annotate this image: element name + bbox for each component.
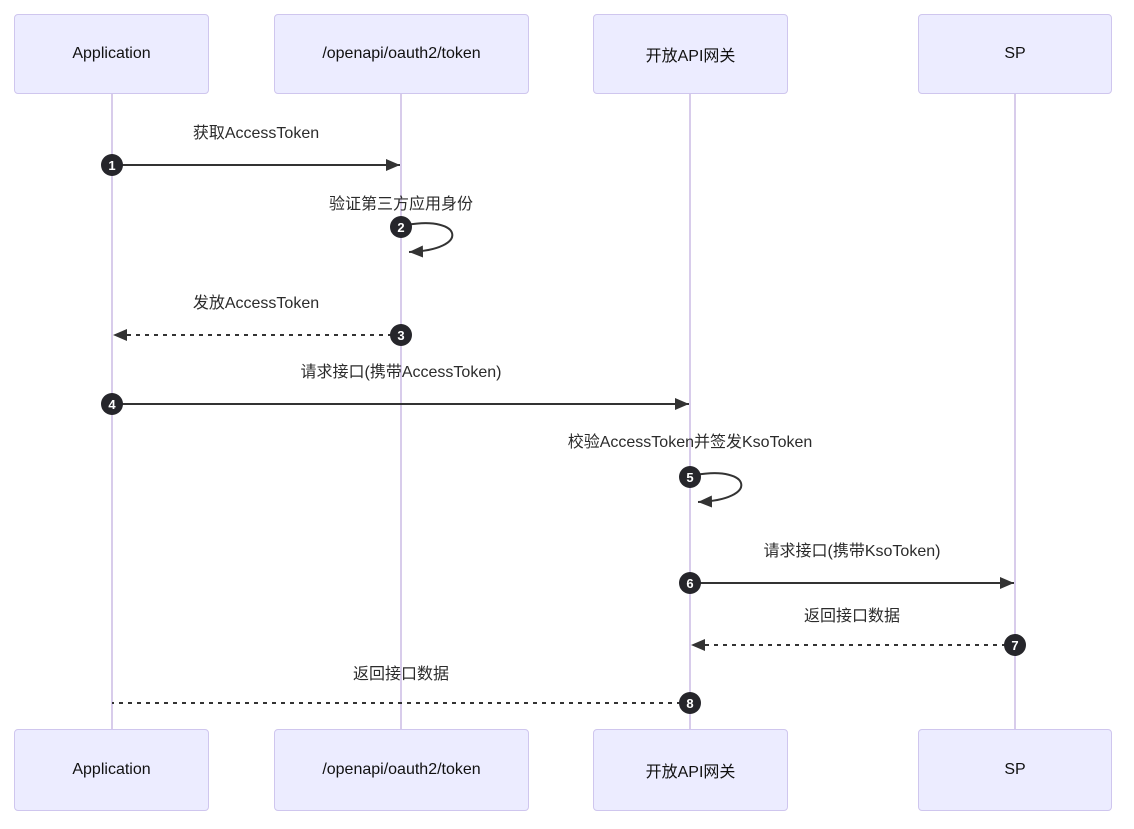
message-7-label: 返回接口数据 (803, 608, 901, 625)
lifeline-token-endpoint (400, 94, 402, 730)
actor-label: 开放API网关 (645, 48, 736, 65)
actor-label: SP (1004, 761, 1026, 778)
actor-bottom-token-endpoint: /openapi/oauth2/token (274, 729, 529, 811)
actor-label: Application (72, 761, 151, 778)
message-2-label: 验证第三方应用身份 (328, 196, 474, 213)
message-7-seq-badge: 7 (1004, 634, 1026, 656)
message-4-label: 请求接口(携带AccessToken) (300, 364, 502, 381)
actor-bottom-sp: SP (918, 729, 1112, 811)
actor-top-application: Application (14, 14, 209, 94)
message-4-seq-badge: 4 (101, 393, 123, 415)
message-3-label: 发放AccessToken (192, 295, 320, 312)
actor-label: /openapi/oauth2/token (322, 45, 481, 62)
message-5-label: 校验AccessToken并签发KsoToken (567, 434, 813, 451)
message-1-label: 获取AccessToken (192, 125, 320, 142)
message-8-seq-badge: 8 (679, 692, 701, 714)
actor-label: /openapi/oauth2/token (322, 761, 481, 778)
actor-label: 开放API网关 (645, 764, 736, 781)
message-6-label: 请求接口(携带KsoToken) (763, 543, 941, 560)
message-5-self-loop (695, 472, 743, 508)
lifeline-sp (1014, 94, 1016, 730)
actor-top-api-gateway: 开放API网关 (593, 14, 788, 94)
actor-bottom-application: Application (14, 729, 209, 811)
message-3-seq-badge: 3 (390, 324, 412, 346)
lifeline-api-gateway (689, 94, 691, 730)
message-6-seq-badge: 6 (679, 572, 701, 594)
message-2-self-loop (406, 222, 454, 258)
message-2-seq-badge: 2 (390, 216, 412, 238)
actor-top-token-endpoint: /openapi/oauth2/token (274, 14, 529, 94)
actor-label: Application (72, 45, 151, 62)
actor-top-sp: SP (918, 14, 1112, 94)
actor-label: SP (1004, 45, 1026, 62)
message-5-seq-badge: 5 (679, 466, 701, 488)
message-1-seq-badge: 1 (101, 154, 123, 176)
message-8-label: 返回接口数据 (352, 666, 450, 683)
actor-bottom-api-gateway: 开放API网关 (593, 729, 788, 811)
